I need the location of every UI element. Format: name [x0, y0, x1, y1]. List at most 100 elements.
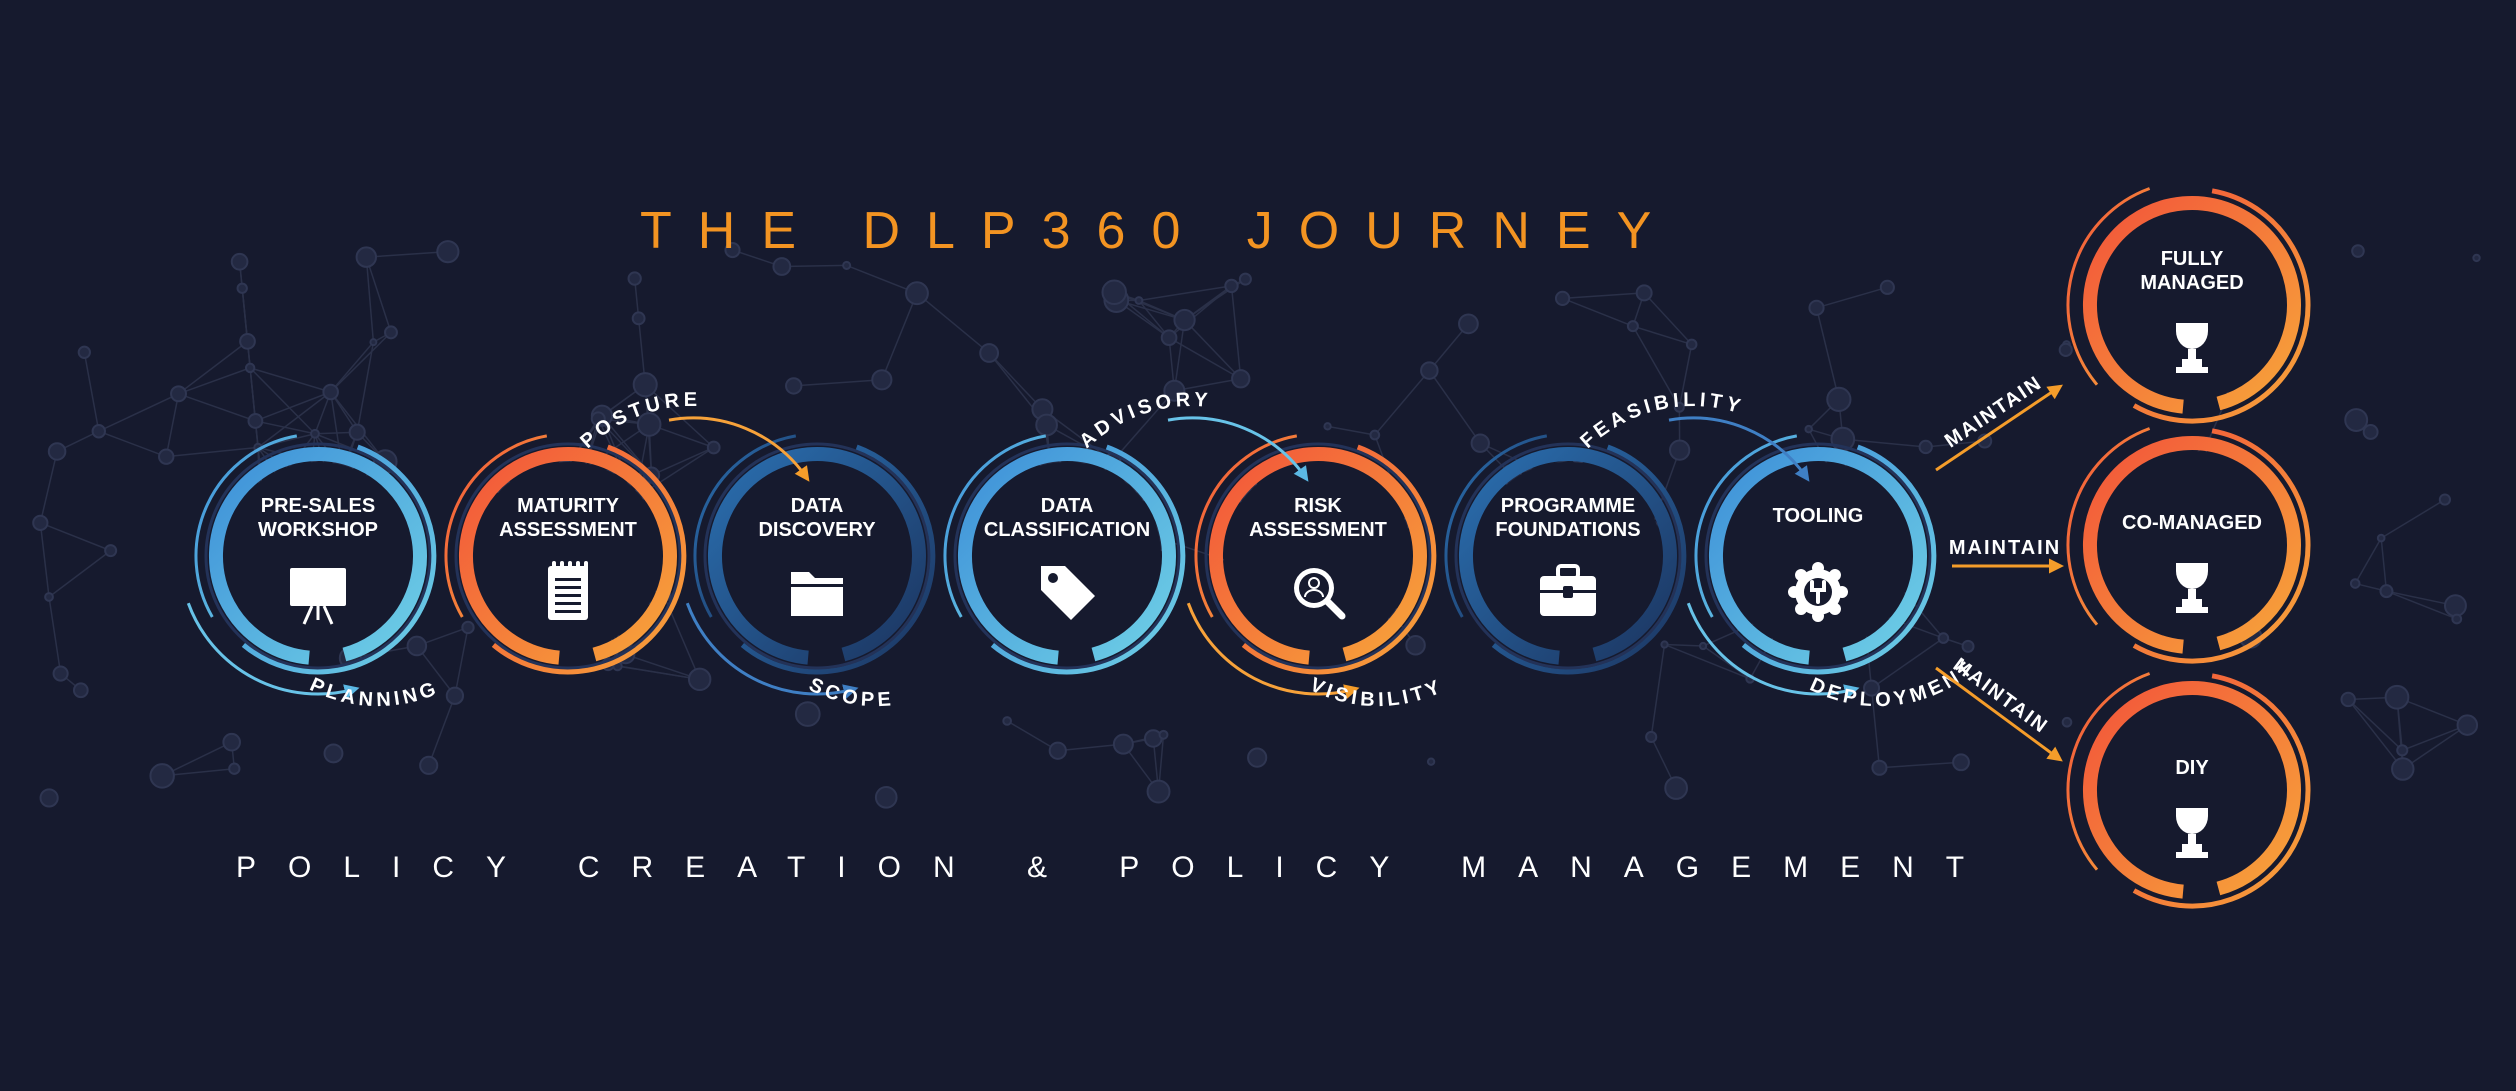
network-link — [2401, 724, 2468, 752]
network-node — [445, 686, 465, 705]
network-node — [687, 667, 712, 692]
stage-label-line: FULLY — [2161, 248, 2224, 270]
network-node — [2376, 533, 2386, 543]
network-node — [2472, 253, 2481, 263]
network-node — [1173, 308, 1196, 332]
network-node — [2456, 714, 2479, 736]
network-node — [1238, 272, 1252, 286]
network-node — [322, 383, 339, 401]
branch-2: MAINTAIN — [1949, 537, 2064, 574]
stage-ring-outer — [491, 444, 687, 675]
network-node — [436, 240, 460, 264]
network-node — [871, 369, 893, 391]
network-link — [1678, 344, 1693, 408]
outcome-disc — [2098, 451, 2286, 639]
network-node — [348, 423, 366, 441]
network-node — [2438, 493, 2452, 506]
stage-label-line: TOOLING — [1773, 505, 1864, 527]
connector-label: ADVISORY — [1075, 389, 1212, 453]
branch-label: MAINTAIN — [1949, 654, 2052, 738]
network-link — [1111, 390, 1175, 462]
branch-arrow — [1935, 666, 2063, 762]
network-node — [1804, 424, 1813, 434]
gear-wrench-icon — [1788, 562, 1848, 622]
network-node — [1134, 296, 1144, 305]
network-node — [1323, 422, 1332, 431]
network-link — [1230, 285, 1242, 379]
network-link — [1562, 297, 1634, 327]
stage-label: CO-MANAGED — [2122, 512, 2262, 534]
stage-label-line: ASSESSMENT — [499, 519, 637, 541]
network-node — [842, 260, 852, 270]
branch-3: MAINTAIN — [1935, 654, 2063, 762]
network-node — [158, 448, 175, 465]
connector-label: SCOPE — [806, 674, 896, 711]
outcome-ring-main — [2082, 195, 2301, 414]
network-node — [1871, 759, 1888, 776]
network-link — [1138, 285, 1232, 302]
network-link — [1815, 307, 1840, 400]
branch-1: MAINTAIN — [1935, 372, 2063, 472]
outcome-ring-outer — [2132, 428, 2311, 664]
outcome-co-managed[interactable]: CO-MANAGED — [2066, 427, 2311, 664]
network-link — [2347, 699, 2404, 770]
network-node — [39, 788, 59, 808]
network-link — [651, 446, 715, 476]
network-node — [590, 411, 606, 427]
network-link — [1168, 337, 1242, 380]
trophy-icon — [2176, 563, 2208, 613]
network-node — [1247, 747, 1268, 768]
network-node — [1160, 329, 1178, 347]
network-node — [2351, 244, 2365, 258]
network-link — [249, 367, 331, 393]
network-node — [2396, 744, 2409, 757]
outcome-diy[interactable]: DIY — [2066, 672, 2311, 909]
network-link — [1702, 645, 1751, 680]
network-link — [781, 264, 847, 268]
connector-arrow — [186, 602, 360, 699]
network-node — [1664, 776, 1689, 800]
connector-arrow — [1167, 416, 1309, 482]
stage-ring-accent — [444, 434, 548, 618]
network-node — [2379, 584, 2394, 599]
network-link — [1650, 644, 1666, 738]
network-node — [2058, 342, 2073, 357]
network-link — [625, 653, 700, 681]
stage-ring-accent — [943, 434, 1047, 618]
stage-ring-outer — [241, 444, 437, 675]
connector-arrow — [668, 416, 810, 482]
network-node — [1826, 386, 1852, 412]
stage-ring-accent — [1444, 434, 1548, 618]
outcome-ring-main — [2082, 680, 2301, 899]
network-link — [1664, 643, 1704, 647]
network-link — [98, 393, 179, 432]
network-node — [1918, 439, 1933, 455]
stage-tooling[interactable]: TOOLING — [1694, 434, 1937, 675]
network-node — [2349, 578, 2361, 589]
network-node — [228, 762, 241, 775]
network-node — [706, 440, 721, 455]
network-link — [39, 522, 50, 598]
network-link — [1879, 761, 1962, 769]
network-node — [1146, 779, 1171, 804]
network-link — [39, 451, 58, 523]
network-link — [1925, 440, 1985, 448]
network-node — [1863, 679, 1881, 697]
outcome-disc — [2098, 696, 2286, 884]
stage-label: DIY — [2175, 757, 2209, 779]
network-link — [48, 550, 112, 598]
network-node — [149, 763, 175, 789]
network-link — [366, 250, 448, 258]
network-link — [793, 379, 882, 387]
